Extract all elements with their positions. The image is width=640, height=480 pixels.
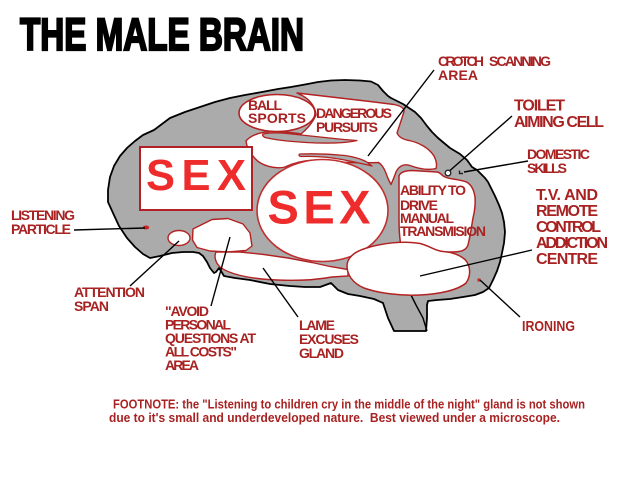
svg-text:THE MALE BRAIN: THE MALE BRAIN bbox=[20, 9, 304, 60]
svg-text:"AVOID: "AVOID bbox=[165, 303, 209, 319]
svg-text:TRANSMISION: TRANSMISION bbox=[400, 223, 486, 239]
svg-text:AIMING CELL: AIMING CELL bbox=[514, 114, 604, 131]
svg-text:SEX: SEX bbox=[146, 152, 246, 200]
svg-text:QUESTIONS AT: QUESTIONS AT bbox=[165, 330, 256, 346]
svg-text:PERSONAL: PERSONAL bbox=[165, 317, 231, 333]
svg-text:DRIVE: DRIVE bbox=[400, 197, 438, 213]
svg-text:IRONING: IRONING bbox=[522, 318, 575, 335]
svg-text:SEX: SEX bbox=[268, 181, 371, 234]
svg-text:T.V. AND: T.V. AND bbox=[536, 187, 598, 204]
svg-text:SPAN: SPAN bbox=[74, 298, 109, 314]
svg-text:ALL COSTS": ALL COSTS" bbox=[165, 344, 237, 360]
svg-text:GLAND: GLAND bbox=[299, 345, 344, 361]
svg-text:LAME: LAME bbox=[299, 317, 335, 333]
svg-text:FOOTNOTE: the "Listening to ch: FOOTNOTE: the "Listening to children cry… bbox=[113, 397, 585, 412]
svg-text:BALL: BALL bbox=[248, 97, 282, 113]
svg-text:AREA: AREA bbox=[165, 357, 199, 373]
svg-text:ADDICTION: ADDICTION bbox=[536, 235, 608, 252]
svg-text:CONTROL: CONTROL bbox=[536, 219, 601, 236]
svg-text:CENTRE: CENTRE bbox=[536, 251, 598, 268]
svg-text:DANGEROUS: DANGEROUS bbox=[316, 105, 392, 121]
svg-text:ABILITY TO: ABILITY TO bbox=[400, 182, 466, 198]
svg-text:due to it's small and underdev: due to it's small and underdeveloped nat… bbox=[109, 410, 560, 425]
svg-text:DOMESTIC: DOMESTIC bbox=[527, 146, 590, 162]
svg-text:PURSUITS: PURSUITS bbox=[316, 119, 378, 135]
svg-text:PARTICLE: PARTICLE bbox=[11, 221, 71, 237]
svg-text:AREA: AREA bbox=[438, 67, 478, 83]
svg-text:MANUAL: MANUAL bbox=[400, 210, 454, 226]
svg-text:LISTENING: LISTENING bbox=[11, 207, 75, 223]
svg-text:SCANNING: SCANNING bbox=[489, 53, 551, 69]
svg-text:SKILLS: SKILLS bbox=[527, 160, 567, 176]
svg-text:TOILET: TOILET bbox=[514, 98, 565, 115]
svg-text:REMOTE: REMOTE bbox=[536, 203, 598, 220]
svg-text:SPORTS: SPORTS bbox=[248, 110, 306, 126]
svg-text:ATTENTION: ATTENTION bbox=[74, 284, 145, 300]
svg-text:CROTCH: CROTCH bbox=[438, 53, 484, 69]
svg-text:EXCUSES: EXCUSES bbox=[299, 331, 359, 347]
